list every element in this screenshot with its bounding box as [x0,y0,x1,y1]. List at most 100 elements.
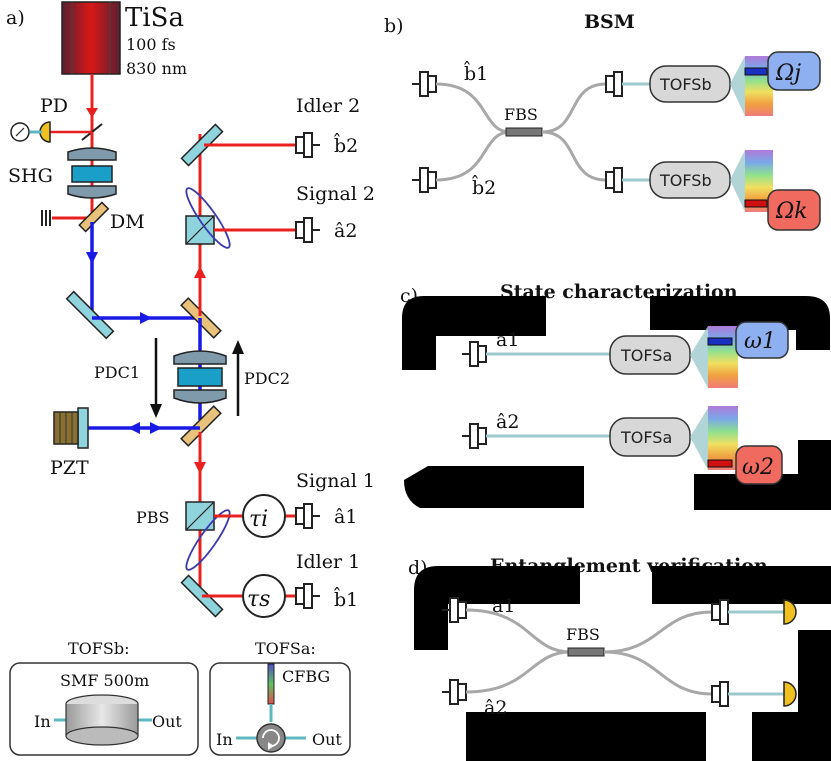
pd-label: PD [40,95,68,117]
pdc1-label: PDC1 [94,363,140,382]
fbs-b-label: FBS [504,105,538,124]
tofsa-grating: CFBG [282,667,330,686]
pdc2-arrow [232,340,244,354]
b-input-bottom: b̂2 [472,174,496,199]
dm-label: DM [110,211,145,233]
shg-lens-bottom [67,185,117,199]
omega-j-box [767,51,821,91]
tau-i-label: τi [249,507,268,532]
delay-tau-i [242,494,286,538]
detector-d-top [783,599,797,625]
coupler-b-in-bottom [412,167,437,193]
pbs-label: PBS [136,508,169,527]
mirror-upper [180,123,224,167]
tau-s-label: τs [247,587,270,612]
coupler-c-bottom [462,423,487,449]
coupler-b-out-bottom [605,167,623,193]
occluder-d3 [466,712,706,761]
coupler-c-top [462,341,487,367]
tofsa-title: TOFSa: [255,639,316,658]
spectrum-c-top [708,326,738,388]
mirror-blue [65,290,115,340]
laser-wavelength: 830 nm [126,59,187,78]
occluder-c3 [404,466,584,508]
d-input-bottom: â2 [484,697,507,719]
coupler-signal1 [295,503,320,529]
shg-lens-top [67,147,117,161]
tofsa-in: In [216,730,233,749]
omega-j-label: Ωj [775,61,801,86]
panel-c: c) State characterization a1 TOFSa ω1 â2… [400,281,831,510]
tofsa-top-label: TOFSa [620,346,672,365]
dichroic-mirror [78,201,110,233]
signal1-label: Signal 1 [296,470,375,492]
tofsb-in: In [34,712,51,731]
pdc-crystal [177,367,223,387]
tofsa-inset: TOFSa: CFBG In Out [209,639,351,756]
coupler-signal2 [295,217,320,243]
omega-1-label: ω1 [744,329,776,354]
fbs-d-label: FBS [566,625,600,644]
fiber-b-out [541,82,607,182]
tofsa-out: Out [312,730,342,749]
signal2-label: Signal 2 [296,183,375,205]
signal1-mode: â1 [334,506,357,528]
idler1-label: Idler 1 [296,551,360,573]
panel-a: a) TiSa 100 fs 830 nm PD SHG [6,1,375,618]
coupler-idler2 [295,132,320,158]
fiber-b-in [435,82,511,182]
cfbg-grating [267,663,275,705]
pdc-lens-bottom [173,389,227,404]
occluder-c2 [650,296,830,350]
panel-a-label: a) [6,7,25,29]
occluder-c1 [402,296,546,370]
coupler-d-in-bottom [442,679,467,705]
spectrum-c-bottom [708,406,738,470]
shg-label: SHG [8,165,53,187]
idler1-mode: b̂1 [334,586,358,611]
omega-k-box [767,189,821,231]
occluder-d1 [414,566,580,650]
tofsb-bottom-label: TOFSb [659,171,712,190]
shg-crystal [71,165,113,183]
detector-d-bottom [783,681,797,707]
polarization-loop-upper [185,187,231,249]
tofsb-title: TOFSb: [68,639,129,658]
polarization-loop-lower [185,509,231,571]
coupler-idler1 [295,583,320,609]
fbs-b [505,127,543,137]
fiber-d-out [603,610,713,696]
laser-pulse: 100 fs [126,35,176,54]
omega-1-box [735,321,789,359]
coupler-b-out-top [605,71,623,97]
d-input-top: a1 [492,595,515,617]
tofsa-bottom-label: TOFSa [620,428,672,447]
occluder-d4 [752,630,831,761]
idler2-label: Idler 2 [296,95,360,117]
omega-k-label: Ωk [775,199,808,224]
panel-b-label: b) [384,15,404,37]
pdc1-arrow [150,404,162,418]
omega-2-box [735,445,783,485]
tofsb-top-label: TOFSb [659,75,712,94]
tofsb-out: Out [152,712,182,731]
beam-dump-icon [41,210,51,226]
panel-b: b) BSM b̂1 b̂2 FBS TOFSb TOF [384,11,821,231]
fiber-d-in [465,608,571,694]
tofsb-inset: TOFSb: SMF 500m In Out [9,639,199,756]
occluder-d2 [652,566,831,604]
b-input-top: b̂1 [464,60,488,85]
pzt-mirror [77,407,89,449]
circulator-icon [256,723,286,753]
idler2-mode: b̂2 [334,132,358,157]
c-input-top: a1 [496,329,519,351]
pdc2-label: PDC2 [244,369,290,388]
dichroic-lower [180,405,222,447]
laser-name: TiSa [125,3,184,33]
coupler-b-in-top [412,71,437,97]
c-input-bottom: â2 [496,411,519,433]
coupler-d-out-bottom [711,681,729,707]
tofsb-fiber: SMF 500m [60,671,149,690]
pzt-label: PZT [50,457,89,479]
